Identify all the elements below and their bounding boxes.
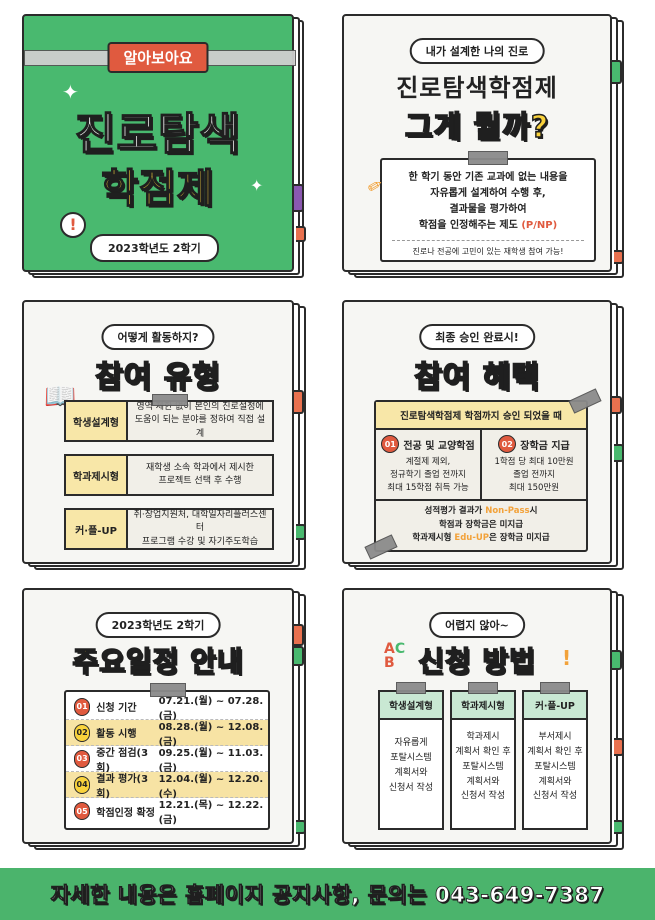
footer-banner: 자세한 내용은 홈페이지 공지사항, 문의는 043-649-7387: [0, 868, 655, 920]
benefit-note: 성적평가 결과가: [424, 506, 486, 517]
desc-line: 결과물을 평가하여: [449, 204, 527, 215]
what-title-line1: 진로탐색학점제: [396, 74, 558, 102]
benefit-number: 01: [381, 435, 400, 453]
apply-pill: 어렵지 않아~: [429, 612, 525, 638]
sparkle-icon: ✦: [250, 176, 264, 195]
apply-column-head: 학과제시형: [452, 692, 514, 720]
what-pill: 내가 설계한 나의 진로: [409, 38, 545, 64]
benefit-text: 1학점 당 최대 10만원 졸업 전까지 최대 150만원: [494, 457, 574, 493]
eligibility-note: 진로나 전공에 고민이 있는 재학생 참여 가능!: [412, 247, 564, 256]
intro-title-line1: 진로탐색: [74, 108, 241, 161]
type-label: 학과제시형: [66, 456, 128, 494]
green-cover: 알아보아요 진로탐색 학점제 ✦ ✦ ! 2023학년도 2학기: [22, 14, 296, 272]
panel-types: 어떻게 활동하지? 참여 유형 📖 학생설계형 영역 제한 없이 본인의 진로설…: [22, 300, 312, 576]
apply-column-text: 자유롭게 포탈시스템 계획서와 신청서 작성: [388, 738, 434, 793]
eduup-highlight: Edu-UP: [454, 533, 489, 544]
panel-intro: 알아보아요 진로탐색 학점제 ✦ ✦ ! 2023학년도 2학기: [22, 14, 312, 286]
desc-line: 자유롭게 설계하여 수행 후,: [430, 188, 546, 199]
pnp-highlight: (P/NP): [521, 220, 558, 231]
footer-contact: 자세한 내용은 홈페이지 공지사항, 문의는 043-649-7387: [50, 883, 605, 908]
benefits-pill: 최종 승인 완료시!: [419, 324, 535, 350]
desc-line: 학점을 인정해주는 제도: [418, 220, 518, 231]
apply-column: 커·플-UP 부서제시 계획서 확인 후 포탈시스템 계획서와 신청서 작성: [522, 690, 588, 830]
type-label: 커·플-UP: [66, 510, 128, 548]
schedule-date: 09.25.(월) ~ 11.03.(금): [158, 747, 264, 774]
schedule-label: 결과 평가(3회): [96, 773, 149, 800]
schedule-item: 02 활동 시행 08.28.(월) ~ 12.08.(금): [66, 720, 268, 748]
benefits-box: 진로탐색학점제 학점까지 승인 되었을 때 01 전공 및 교양학점 계절제 제…: [374, 400, 588, 552]
schedule-item: 01 신청 기간 07.21.(월) ~ 07.28.(금): [66, 694, 268, 722]
schedule-pill: 2023학년도 2학기: [95, 612, 221, 638]
schedule-number: 01: [74, 697, 91, 716]
schedule-label: 활동 시행: [96, 729, 137, 740]
type-label: 학생설계형: [66, 402, 128, 440]
schedule-box: 01 신청 기간 07.21.(월) ~ 07.28.(금) 02 활동 시행 …: [64, 683, 270, 830]
semester-pill: 2023학년도 2학기: [90, 234, 219, 262]
schedule-date: 07.21.(월) ~ 07.28.(금): [158, 695, 264, 722]
schedule-number: 05: [74, 802, 91, 820]
schedule-number: 02: [74, 723, 91, 742]
apply-column-head: 커·플-UP: [524, 692, 586, 720]
schedule-date: 12.04.(월) ~ 12.20.(수): [158, 773, 264, 800]
panel-benefits: 최종 승인 완료시! 참여 혜택 진로탐색학점제 학점까지 승인 되었을 때 0…: [342, 300, 632, 576]
benefit-note: 은 장학금 미지급: [489, 533, 550, 544]
exclaim-icon: !: [562, 646, 572, 670]
schedule-date: 12.21.(목) ~ 12.22.(금): [158, 800, 264, 826]
benefit-title: 전공 및 교양학점: [403, 440, 475, 452]
schedule-label: 학점인정 확정: [96, 807, 155, 819]
desc-line: 한 학기 동안 기존 교과에 없는 내용을: [408, 172, 568, 183]
apply-column-text: 부서제시 계획서 확인 후 포탈시스템 계획서와 신청서 작성: [527, 732, 583, 802]
schedule-item: 04 결과 평가(3회) 12.04.(월) ~ 12.20.(수): [66, 772, 268, 800]
apply-column-text: 학과제시 계획서 확인 후 포탈시스템 계획서와 신청서 작성: [455, 732, 511, 802]
benefit-note: 학점과 장학금은 미지급: [438, 519, 524, 530]
benefits-header: 진로탐색학점제 학점까지 승인 되었을 때: [376, 402, 586, 430]
benefit-title: 장학금 지급: [520, 440, 570, 452]
apply-column: 학생설계형 자유롭게 포탈시스템 계획서와 신청서 작성: [378, 690, 444, 830]
types-title: 참여 유형: [94, 359, 221, 396]
benefits-title: 참여 혜택: [413, 359, 540, 396]
benefit-text: 계절제 제외, 정규학기 졸업 전까지 최대 15학점 취득 가능: [387, 457, 469, 493]
lightbulb-icon: !: [60, 212, 86, 238]
benefit-number: 02: [498, 435, 517, 453]
nonpass-highlight: Non-Pass: [485, 506, 530, 517]
apply-column: 학과제시형 학과제시 계획서 확인 후 포탈시스템 계획서와 신청서 작성: [450, 690, 516, 830]
benefit-note: 시: [529, 506, 538, 517]
intro-badge: 알아보아요: [107, 42, 209, 73]
what-title-line2: 그게 뭘까?: [404, 109, 550, 146]
type-row: 학과제시형 재학생 소속 학과에서 제시한 프로젝트 선택 후 수행: [64, 454, 274, 496]
schedule-number: 03: [74, 749, 91, 768]
apply-title: 신청 방법: [417, 644, 536, 679]
panel-schedule: 2023학년도 2학기 주요일정 안내 01 신청 기간 07.21.(월) ~…: [22, 588, 312, 858]
schedule-label: 신청 기간: [96, 703, 137, 714]
types-pill: 어떻게 활동하지?: [101, 324, 215, 350]
schedule-number: 04: [74, 775, 91, 794]
schedule-title: 주요일정 안내: [72, 644, 244, 679]
type-row: 커·플-UP 취·창업지원처, 대학일자리플러스센터 프로그램 수강 및 자기주…: [64, 508, 274, 550]
what-description-box: 한 학기 동안 기존 교과에 없는 내용을 자유롭게 설계하여 수행 후, 결과…: [380, 151, 596, 262]
schedule-label: 중간 점검(3회): [96, 747, 149, 774]
type-desc: 영역 제한 없이 본인의 진로설정에 도움이 되는 분야를 정하여 직접 설계: [134, 402, 266, 439]
sparkle-icon: ✦: [62, 80, 79, 104]
type-desc: 재학생 소속 학과에서 제시한 프로젝트 선택 후 수행: [146, 462, 254, 486]
panel-what: 내가 설계한 나의 진로 진로탐색학점제 그게 뭘까? 한 학기 동안 기존 교…: [342, 14, 632, 286]
schedule-item: 03 중간 점검(3회) 09.25.(월) ~ 11.03.(금): [66, 746, 268, 774]
apply-column-head: 학생설계형: [380, 692, 442, 720]
type-desc: 취·창업지원처, 대학일자리플러스센터 프로그램 수강 및 자기주도학습: [133, 510, 267, 547]
benefit-note: 학과제시형: [412, 533, 455, 544]
type-row: 학생설계형 영역 제한 없이 본인의 진로설정에 도움이 되는 분야를 정하여 …: [64, 400, 274, 442]
schedule-date: 08.28.(월) ~ 12.08.(금): [158, 721, 264, 748]
schedule-item: 05 학점인정 확정 12.21.(목) ~ 12.22.(금): [66, 798, 268, 826]
intro-title-line2: 학점제: [101, 165, 215, 213]
